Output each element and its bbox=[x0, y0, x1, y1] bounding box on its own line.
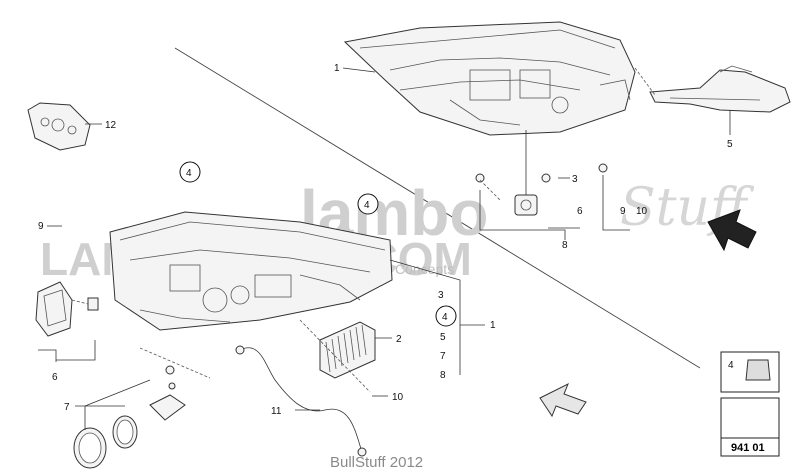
callout-3-group: 3 bbox=[438, 290, 444, 301]
small-parts-upper bbox=[475, 130, 608, 216]
callout-4-circle-b: 4 bbox=[364, 200, 370, 211]
dashed-leaders bbox=[71, 67, 656, 393]
callout-7-group: 7 bbox=[440, 351, 446, 362]
bracket bbox=[649, 65, 791, 113]
callout-5: 5 bbox=[727, 139, 733, 150]
ref-item-number: 4 bbox=[728, 360, 734, 371]
heat-sink bbox=[319, 321, 376, 379]
ref-item-sketch bbox=[745, 359, 771, 381]
callout-5-group: 5 bbox=[440, 332, 446, 343]
arrow-icon-light bbox=[539, 382, 587, 418]
callout-4-circle-a: 4 bbox=[186, 168, 192, 179]
control-module bbox=[35, 281, 99, 337]
arrow-icon-dark bbox=[707, 209, 757, 252]
bulb-rings bbox=[73, 365, 186, 469]
callout-12: 12 bbox=[105, 120, 117, 131]
headlight-upper bbox=[343, 21, 636, 136]
callout-8-group: 8 bbox=[440, 370, 446, 381]
callout-6-left: 6 bbox=[52, 372, 58, 383]
callout-3-upper: 3 bbox=[572, 174, 578, 185]
headlight-main bbox=[109, 211, 393, 331]
cap-part bbox=[27, 102, 91, 151]
reference-panel: 4 941 01 bbox=[720, 351, 780, 457]
callout-9-upper: 9 bbox=[620, 206, 626, 217]
footer-copyright: BullStuff 2012 bbox=[330, 454, 423, 471]
callout-10-upper: 10 bbox=[636, 206, 648, 217]
ref-number: 941 01 bbox=[731, 442, 765, 454]
cable-harness bbox=[235, 345, 367, 457]
callout-9-left: 9 bbox=[38, 221, 44, 232]
callout-1-group: 1 bbox=[490, 320, 496, 331]
callout-1-upper: 1 bbox=[334, 63, 340, 74]
callout-labels: 1 5 12 4 4 3 6 9 10 8 9 3 4 5 7 8 1 2 6 … bbox=[38, 63, 733, 417]
callout-7-left: 7 bbox=[64, 402, 70, 413]
leader-lines bbox=[38, 67, 731, 430]
callout-2: 2 bbox=[396, 334, 402, 345]
direction-arrows bbox=[539, 209, 757, 418]
callout-8-upper: 8 bbox=[562, 240, 568, 251]
callout-6-upper: 6 bbox=[577, 206, 583, 217]
watermark-tagline: Concepts bbox=[395, 261, 454, 277]
callout-4-group: 4 bbox=[442, 312, 448, 323]
section-divider-line bbox=[174, 47, 701, 369]
callout-10-bottom: 10 bbox=[392, 392, 404, 403]
callout-circles bbox=[179, 161, 457, 327]
callout-11: 11 bbox=[271, 406, 282, 417]
